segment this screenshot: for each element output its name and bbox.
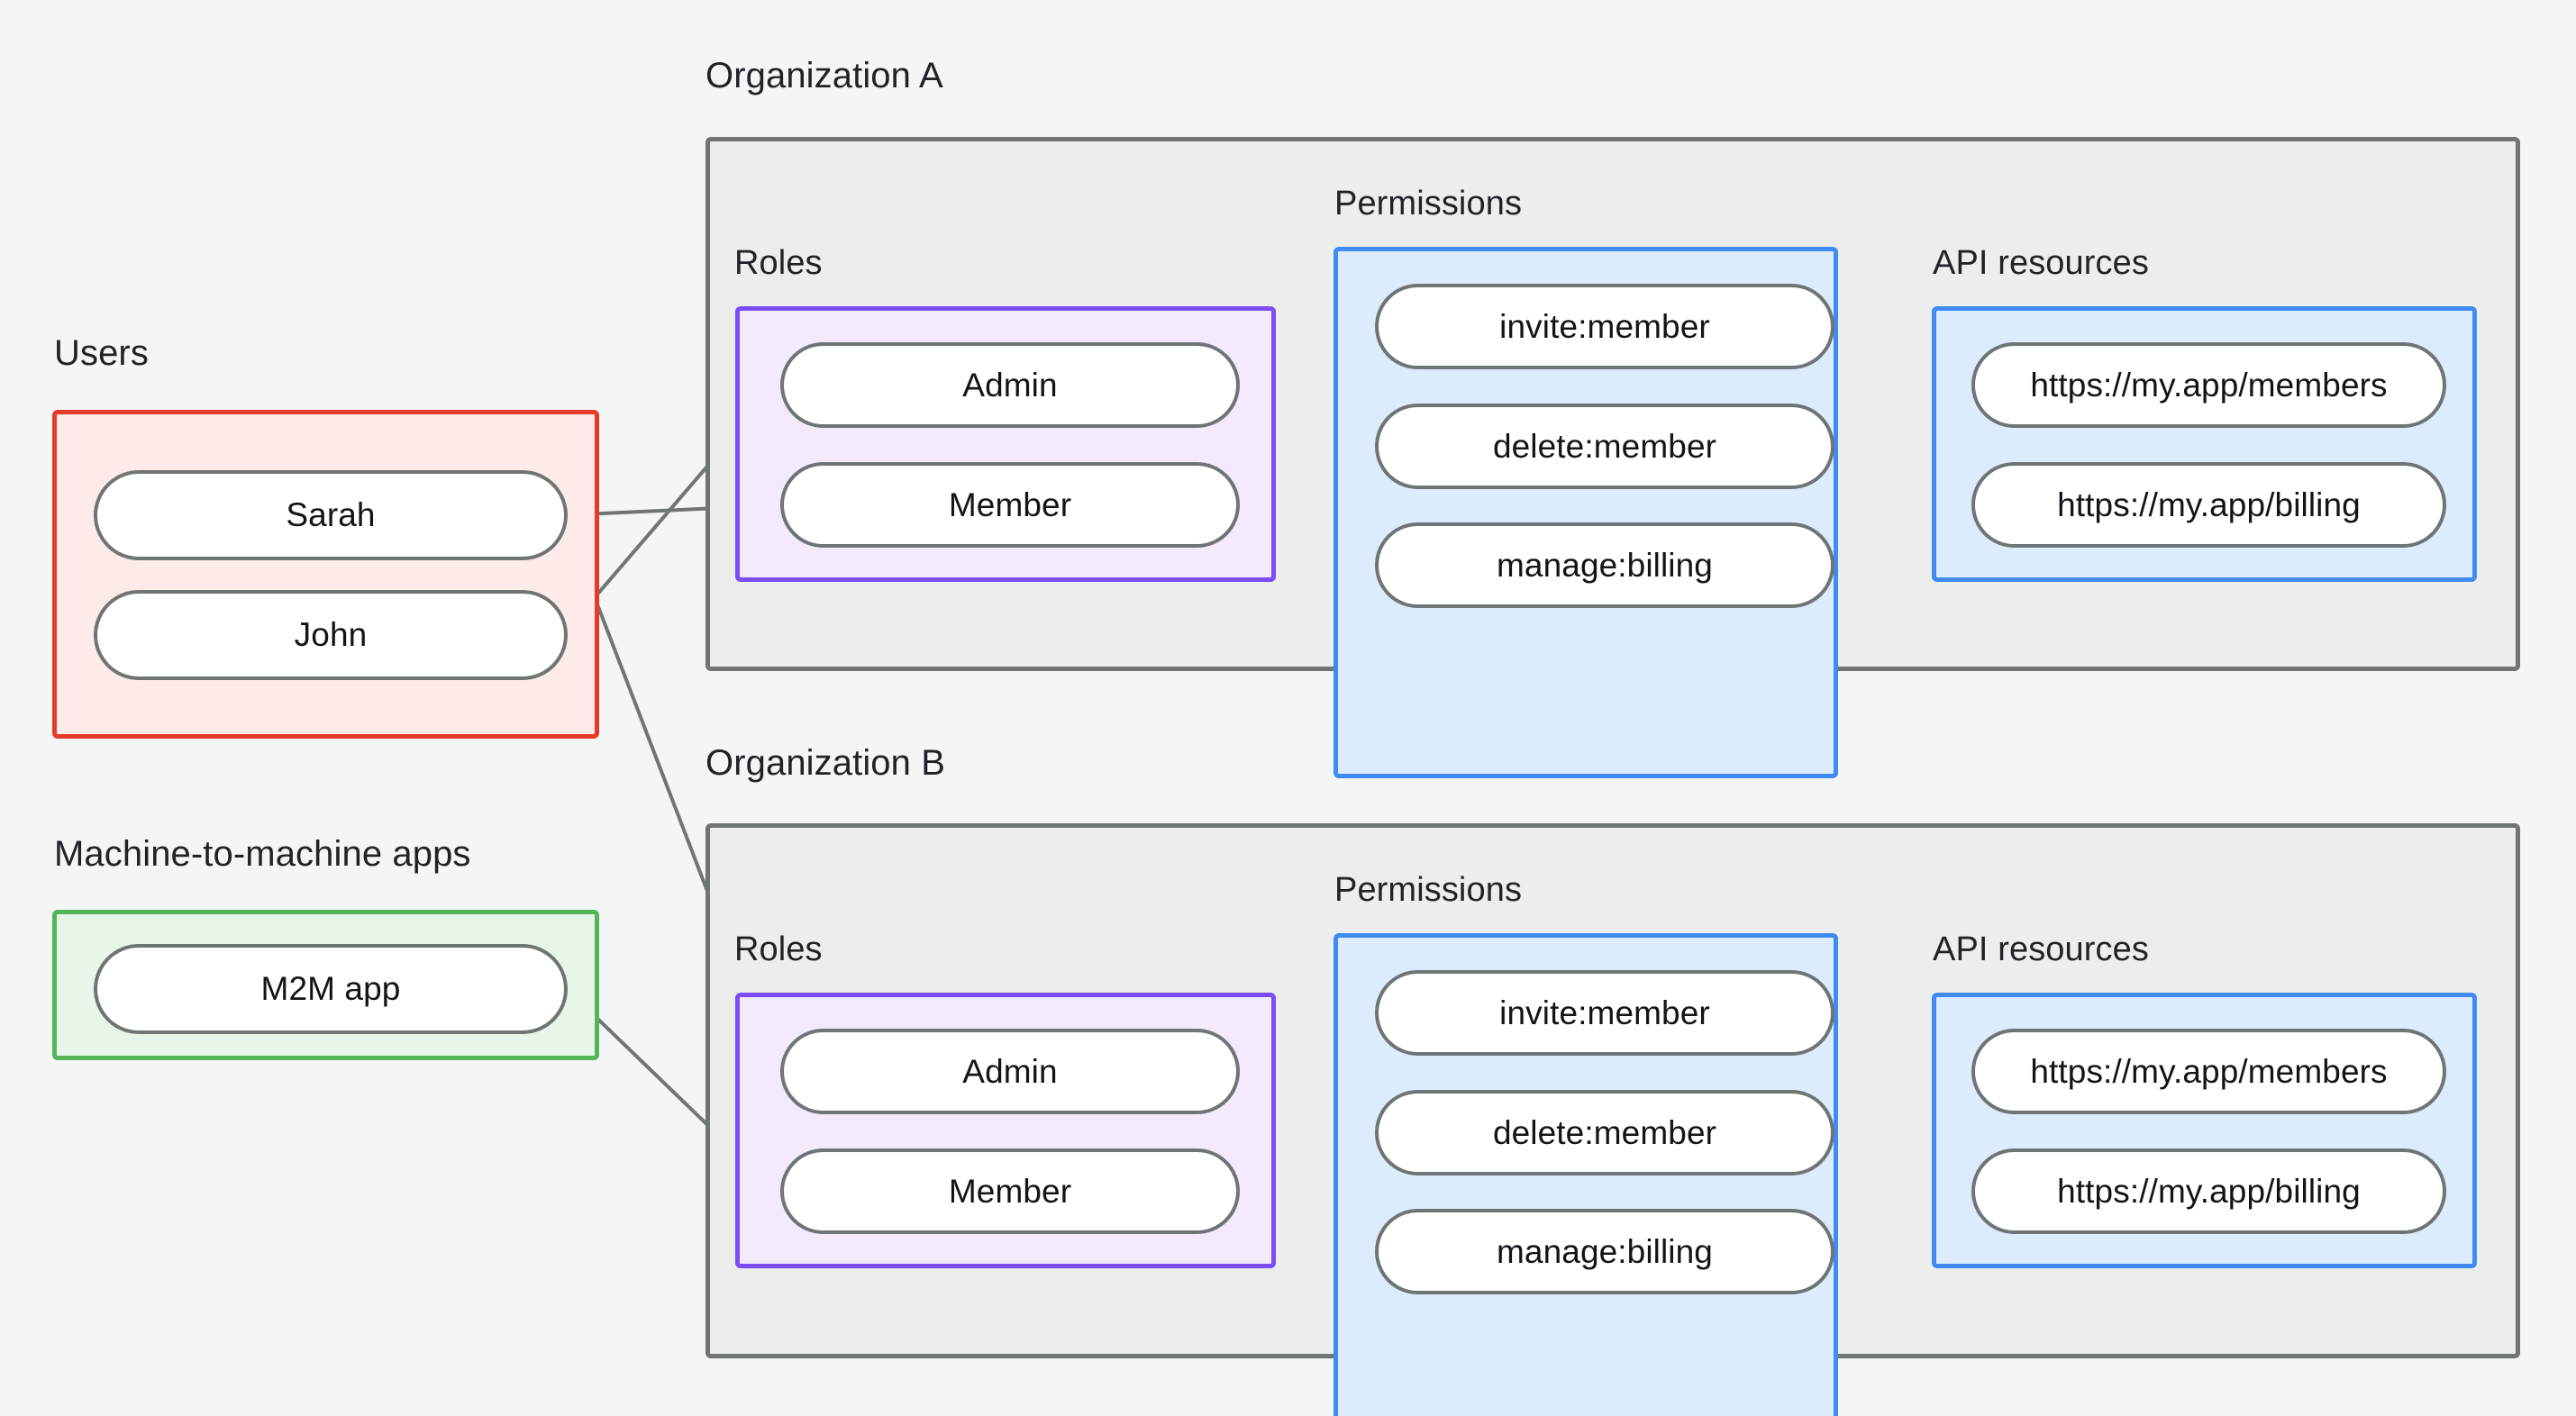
- org-b-permissions-group: invite:member delete:member manage:billi…: [1334, 933, 1838, 1416]
- org-b-role-admin[interactable]: Admin: [780, 1029, 1240, 1114]
- users-caption: Users: [54, 333, 149, 373]
- users-group: Sarah John: [52, 410, 599, 739]
- org-b-api-resource-billing[interactable]: https://my.app/billing: [1971, 1148, 2446, 1234]
- organization-b-caption: Organization B: [705, 743, 945, 783]
- organization-a-caption: Organization A: [705, 56, 943, 95]
- org-a-role-admin[interactable]: Admin: [780, 342, 1240, 428]
- org-b-permission-delete-member[interactable]: delete:member: [1375, 1090, 1834, 1175]
- org-a-api-caption: API resources: [1933, 244, 2149, 282]
- org-a-api-group: https://my.app/members https://my.app/bi…: [1932, 306, 2477, 582]
- org-b-api-group: https://my.app/members https://my.app/bi…: [1932, 993, 2477, 1268]
- org-b-roles-caption: Roles: [734, 930, 823, 968]
- org-a-api-resource-members[interactable]: https://my.app/members: [1971, 342, 2446, 428]
- org-a-permission-invite-member[interactable]: invite:member: [1375, 284, 1834, 369]
- org-a-roles-caption: Roles: [734, 244, 823, 282]
- org-b-api-resource-members[interactable]: https://my.app/members: [1971, 1029, 2446, 1114]
- org-b-permissions-caption: Permissions: [1334, 871, 1523, 909]
- org-a-permission-delete-member[interactable]: delete:member: [1375, 404, 1834, 489]
- org-b-roles-group: Admin Member: [735, 993, 1276, 1268]
- org-a-permissions-group: invite:member delete:member manage:billi…: [1334, 247, 1838, 778]
- org-a-permission-manage-billing[interactable]: manage:billing: [1375, 522, 1834, 608]
- user-node-john[interactable]: John: [94, 590, 568, 680]
- org-a-roles-group: Admin Member: [735, 306, 1276, 582]
- organization-a-group: Roles Admin Member Permissions invite:me…: [705, 137, 2520, 778]
- m2m-caption: Machine-to-machine apps: [54, 834, 471, 874]
- m2m-node-app[interactable]: M2M app: [94, 944, 568, 1034]
- organization-b-group: Roles Admin Member Permissions invite:me…: [705, 823, 2520, 1416]
- m2m-group: M2M app: [52, 910, 599, 1060]
- org-a-role-member[interactable]: Member: [780, 462, 1240, 548]
- org-b-role-member[interactable]: Member: [780, 1148, 1240, 1234]
- org-a-api-resource-billing[interactable]: https://my.app/billing: [1971, 462, 2446, 548]
- org-a-permissions-caption: Permissions: [1334, 185, 1523, 222]
- user-node-sarah[interactable]: Sarah: [94, 470, 568, 560]
- org-b-permission-manage-billing[interactable]: manage:billing: [1375, 1209, 1834, 1294]
- org-b-api-caption: API resources: [1933, 930, 2149, 968]
- org-b-permission-invite-member[interactable]: invite:member: [1375, 970, 1834, 1056]
